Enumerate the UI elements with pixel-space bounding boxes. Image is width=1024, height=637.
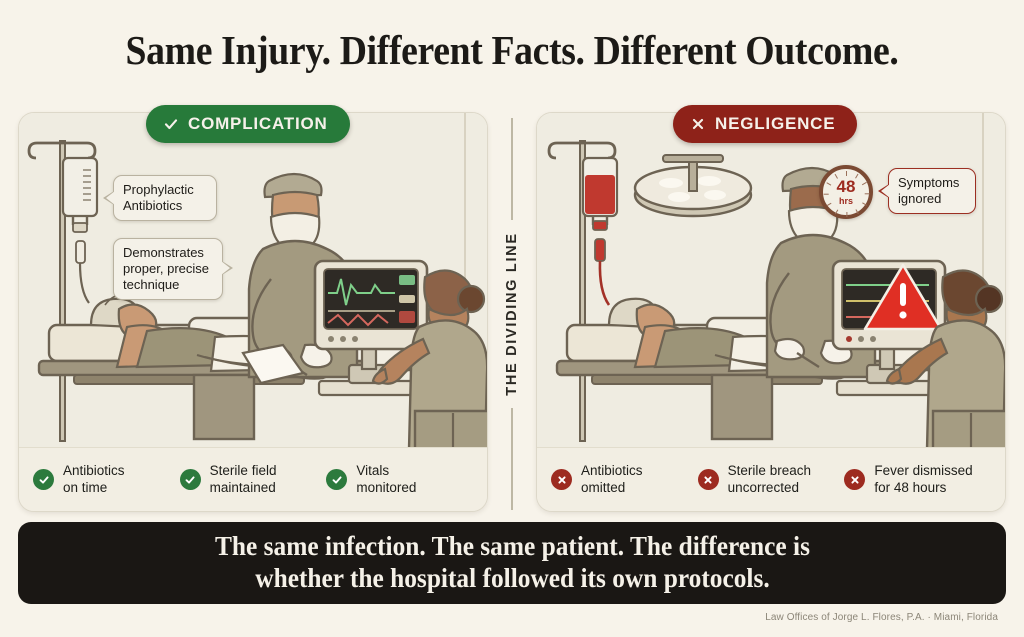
vital-signs-monitor-alarm <box>831 259 957 397</box>
checklist-item-label: Antibiotics on time <box>63 463 125 495</box>
firm-credit: Law Offices of Jorge L. Flores, P.A. · M… <box>765 612 998 623</box>
vital-signs-monitor <box>313 259 439 397</box>
x-icon <box>690 116 706 132</box>
checklist-item-label: Fever dismissed for 48 hours <box>874 463 973 495</box>
callout-technique: Demonstrates proper, precise technique <box>113 238 233 301</box>
x-circle-icon <box>551 469 572 490</box>
x-circle-icon <box>697 469 719 490</box>
badge-label: COMPLICATION <box>188 114 328 133</box>
checklist-item: Sterile breach uncorrected <box>697 463 845 496</box>
divider-label: THE DIVIDING LINE <box>504 232 520 396</box>
illustration-complication: Prophylactic Antibiotics Demonstrates pr… <box>19 113 487 449</box>
panel-complication: Prophylactic Antibiotics Demonstrates pr… <box>18 112 488 512</box>
checklist-complication: Antibiotics on time Sterile field mainta… <box>19 447 487 511</box>
checklist-item: Sterile field maintained <box>179 463 327 496</box>
clock-48-hours: 48 hrs <box>819 165 873 219</box>
x-circle-icon <box>844 469 866 490</box>
badge-label: NEGLIGENCE <box>715 114 836 133</box>
divider-line-top <box>511 118 513 220</box>
iv-stand-blood-icon <box>547 140 619 442</box>
check-circle-icon <box>179 469 201 490</box>
surgery-scene-bad-illustration <box>537 113 1005 449</box>
callout-symptoms-ignored: Symptoms ignored <box>878 168 976 215</box>
surgical-lamp-icon <box>633 154 753 218</box>
checklist-item-label: Antibiotics omitted <box>581 463 643 495</box>
check-icon <box>163 116 179 132</box>
checklist-negligence: Antibiotics omitted Sterile breach uncor… <box>537 447 1005 511</box>
checklist-item: Vitals monitored <box>326 463 473 496</box>
panel-negligence: 48 hrs Symptoms ignored Antibiotics omit… <box>536 112 1006 512</box>
check-circle-icon <box>33 469 54 490</box>
page-title: Same Injury. Different Facts. Different … <box>125 27 899 73</box>
iv-stand-icon <box>27 140 99 442</box>
nurse-figure <box>885 269 1005 449</box>
checklist-item: Antibiotics on time <box>33 463 180 496</box>
summary-banner-text: The same infection. The same patient. Th… <box>214 531 810 593</box>
clock-value: 48 <box>836 177 856 196</box>
checklist-item-label: Sterile field maintained <box>209 463 277 495</box>
checklist-item: Antibiotics omitted <box>551 463 698 496</box>
clock-unit: hrs <box>838 196 853 206</box>
checklist-item-label: Sterile breach uncorrected <box>727 463 811 495</box>
checklist-item: Fever dismissed for 48 hours <box>844 463 991 496</box>
check-circle-icon <box>326 469 348 490</box>
badge-complication: COMPLICATION <box>146 105 350 143</box>
warning-triangle-icon <box>863 263 943 331</box>
summary-banner: The same infection. The same patient. Th… <box>18 522 1006 604</box>
divider-line-bottom <box>511 408 513 510</box>
illustration-negligence: 48 hrs Symptoms ignored <box>537 113 1005 449</box>
badge-negligence: NEGLIGENCE <box>673 105 858 143</box>
nurse-figure <box>371 269 487 449</box>
checklist-item-label: Vitals monitored <box>356 463 417 495</box>
surgery-scene-good-illustration <box>19 113 487 449</box>
callout-prophylactic-antibiotics: Prophylactic Antibiotics <box>103 175 217 222</box>
